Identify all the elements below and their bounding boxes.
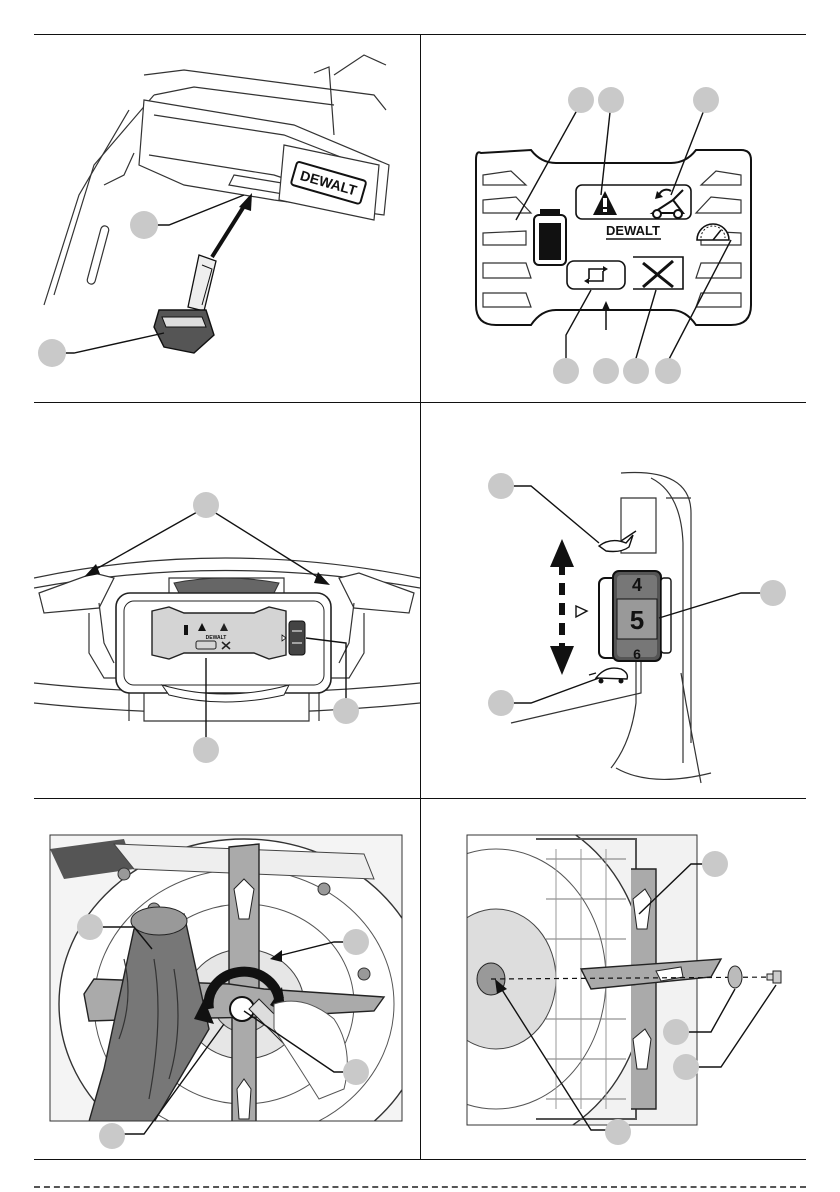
callout-tools <box>623 358 649 384</box>
height-dial-wheel: 4 5 6 <box>599 571 671 662</box>
callout-wrench <box>99 1123 125 1149</box>
washer-part <box>728 966 742 988</box>
callout-bolt <box>343 1059 369 1085</box>
bolt-part <box>767 971 781 983</box>
dial-value-5: 5 <box>630 605 644 635</box>
callout-key-slot <box>130 211 158 239</box>
callout-battery <box>568 87 594 113</box>
callout-blade <box>343 929 369 955</box>
callout-dial <box>333 698 359 724</box>
panel-key-insertion: DEWALT <box>34 35 420 402</box>
panel-handle-display: DEWALT <box>34 403 420 798</box>
callout-mower-reverse <box>693 87 719 113</box>
mower-underside-photo <box>50 835 420 1159</box>
callout-key <box>38 339 66 367</box>
callout-warning <box>598 87 624 113</box>
control-panel: DEWALT <box>476 150 751 330</box>
callout-frame <box>702 851 728 877</box>
svg-text:DEWALT: DEWALT <box>206 635 227 641</box>
handle-top-illustration: DEWALT <box>34 558 420 721</box>
leader-rabbit <box>501 486 599 543</box>
callout-turtle <box>488 690 514 716</box>
callout-cycle <box>553 358 579 384</box>
turtle-icon <box>589 668 627 683</box>
cut-line <box>34 1186 806 1188</box>
dial-value-6: 6 <box>633 646 641 662</box>
leader-grip-right <box>206 507 324 581</box>
leader-bolt <box>688 985 776 1067</box>
battery-icon <box>534 209 566 265</box>
leader-dial <box>659 593 766 618</box>
up-down-arrow <box>550 539 574 675</box>
leader-turtle <box>501 678 599 703</box>
panel-blade-assembly <box>421 799 806 1159</box>
mini-control-panel: DEWALT <box>152 607 286 659</box>
leader-line-key-slot <box>146 195 244 225</box>
callout-arrow <box>593 358 619 384</box>
indicator-arrow <box>576 606 587 617</box>
leader-line-key <box>54 333 164 353</box>
callout-dial-wheel <box>760 580 786 606</box>
key-icon <box>154 255 216 353</box>
callout-wood-block <box>77 914 103 940</box>
callout-speedometer <box>655 358 681 384</box>
callout-bolt-part <box>673 1054 699 1080</box>
mower-handle-illustration: DEWALT <box>44 55 389 305</box>
leader-grip-left <box>89 507 206 573</box>
bottom-rule <box>34 1159 806 1160</box>
dewalt-logo: DEWALT <box>606 223 660 238</box>
callout-spindle <box>605 1119 631 1145</box>
panel-blade-removal <box>34 799 420 1159</box>
dial-value-4: 4 <box>632 575 642 595</box>
panel-height-dial: 4 5 6 <box>421 403 806 798</box>
callout-washer <box>663 1019 689 1045</box>
callout-rabbit <box>488 473 514 499</box>
cycle-button <box>567 261 625 289</box>
dial-housing-illustration: 4 5 6 <box>511 473 711 784</box>
callout-grips <box>193 492 219 518</box>
panel-control-display: DEWALT <box>421 35 806 402</box>
insert-arrow <box>212 193 252 257</box>
callout-display <box>193 737 219 763</box>
